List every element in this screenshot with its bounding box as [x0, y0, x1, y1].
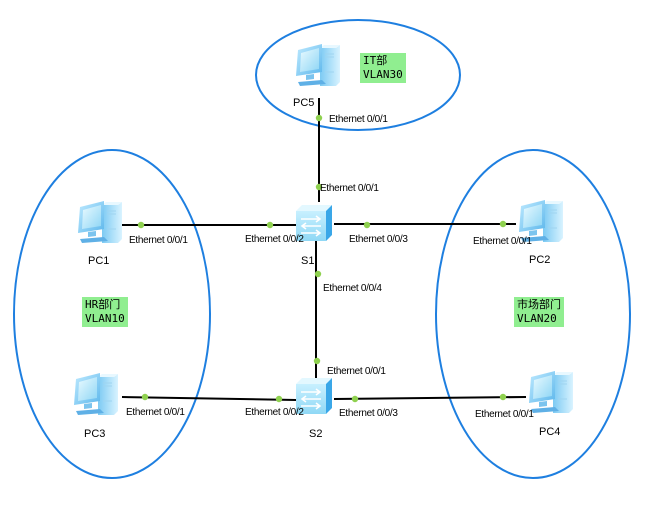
zone-vlan: VLAN10 — [85, 312, 125, 325]
zone-it-boundary — [255, 19, 461, 131]
zone-hr-boundary — [13, 149, 211, 479]
zone-name: IT部 — [363, 54, 388, 67]
port-dot — [266, 221, 274, 229]
device-pc3[interactable]: PC3 — [73, 372, 119, 440]
port-dot — [351, 395, 359, 403]
port-label: Ethernet 0/0/4 — [323, 283, 382, 294]
port-label: Ethernet 0/0/1 — [327, 366, 386, 377]
port-label: Ethernet 0/0/1 — [473, 236, 532, 247]
zone-hr-note: HR部门 VLAN10 — [82, 297, 128, 327]
device-label: S1 — [301, 255, 314, 267]
port-dot — [499, 220, 507, 228]
port-label: Ethernet 0/0/1 — [329, 114, 388, 125]
zone-name: HR部门 — [85, 298, 121, 311]
device-label: S2 — [309, 428, 322, 440]
port-label: Ethernet 0/0/2 — [245, 407, 304, 418]
zone-name: 市场部门 — [517, 298, 561, 311]
zone-market-note: 市场部门 VLAN20 — [514, 297, 564, 327]
device-label: PC2 — [529, 254, 550, 266]
port-dot — [137, 221, 145, 229]
zone-vlan: VLAN20 — [517, 312, 557, 325]
port-label: Ethernet 0/0/3 — [339, 408, 398, 419]
link-s2-pc4[interactable] — [333, 396, 527, 400]
device-pc1[interactable]: PC1 — [77, 200, 123, 267]
port-dot — [141, 393, 149, 401]
port-dot — [313, 357, 321, 365]
pc-icon — [77, 200, 123, 244]
device-pc5[interactable]: PC5 — [293, 43, 341, 109]
device-label: PC1 — [88, 255, 109, 267]
zone-vlan: VLAN30 — [363, 68, 403, 81]
device-s2[interactable]: S2 — [296, 378, 332, 440]
port-dot — [315, 183, 323, 191]
pc-icon — [528, 370, 574, 414]
pc-icon — [295, 43, 341, 87]
device-pc4[interactable]: PC4 — [528, 370, 574, 438]
port-dot — [315, 114, 323, 122]
port-label: Ethernet 0/0/2 — [245, 234, 304, 245]
port-dot — [363, 221, 371, 229]
device-s1[interactable]: S1 — [296, 205, 332, 267]
port-label: Ethernet 0/0/1 — [129, 235, 188, 246]
port-label: Ethernet 0/0/1 — [126, 407, 185, 418]
port-label: Ethernet 0/0/3 — [349, 234, 408, 245]
port-label: Ethernet 0/0/1 — [475, 409, 534, 420]
zone-market-boundary — [435, 149, 631, 479]
device-pc2[interactable]: PC2 — [518, 199, 564, 266]
port-dot — [314, 270, 322, 278]
port-label: Ethernet 0/0/1 — [320, 183, 379, 194]
device-label: PC4 — [539, 426, 560, 438]
device-label: PC5 — [293, 97, 314, 109]
port-dot — [275, 395, 283, 403]
link-pc3-s2[interactable] — [121, 396, 297, 401]
zone-it-note: IT部 VLAN30 — [360, 53, 406, 83]
pc-icon — [73, 372, 119, 416]
device-label: PC3 — [84, 428, 105, 440]
port-dot — [499, 393, 507, 401]
